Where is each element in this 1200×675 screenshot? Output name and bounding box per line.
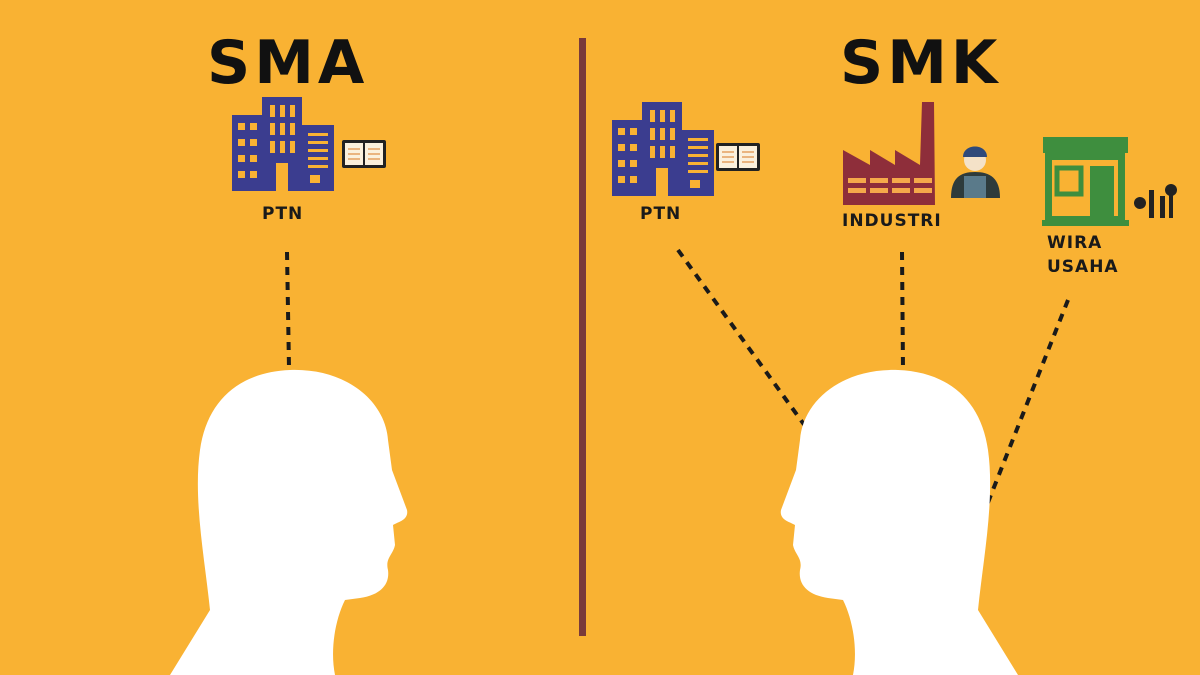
divider bbox=[579, 38, 586, 636]
shop-icon bbox=[1042, 137, 1129, 226]
sma-book-icon bbox=[341, 139, 387, 169]
smk-book-icon bbox=[715, 142, 761, 172]
factory-icon bbox=[843, 102, 935, 205]
smk-wira-label: WIRA bbox=[1047, 233, 1103, 253]
smk-industri-label: INDUSTRI bbox=[842, 211, 942, 231]
worker-icon bbox=[951, 146, 1000, 198]
smk-ptn-connector bbox=[676, 248, 810, 432]
sma-title: SMA bbox=[207, 28, 369, 98]
smk-ptn-label: PTN bbox=[640, 204, 682, 224]
smk-title: SMK bbox=[840, 28, 1002, 98]
sma-ptn-connector bbox=[285, 251, 291, 369]
smk-usaha-label: USAHA bbox=[1047, 257, 1119, 277]
sma-ptn-building-icon bbox=[232, 97, 334, 191]
smk-wirausaha-connector bbox=[983, 299, 1070, 511]
smk-ptn-building-icon bbox=[612, 102, 714, 196]
sma-student-head bbox=[170, 369, 408, 675]
sma-ptn-label: PTN bbox=[262, 204, 304, 224]
smk-student-head bbox=[780, 369, 1018, 675]
tools-icon bbox=[1134, 184, 1177, 218]
smk-industri-connector bbox=[900, 251, 905, 371]
